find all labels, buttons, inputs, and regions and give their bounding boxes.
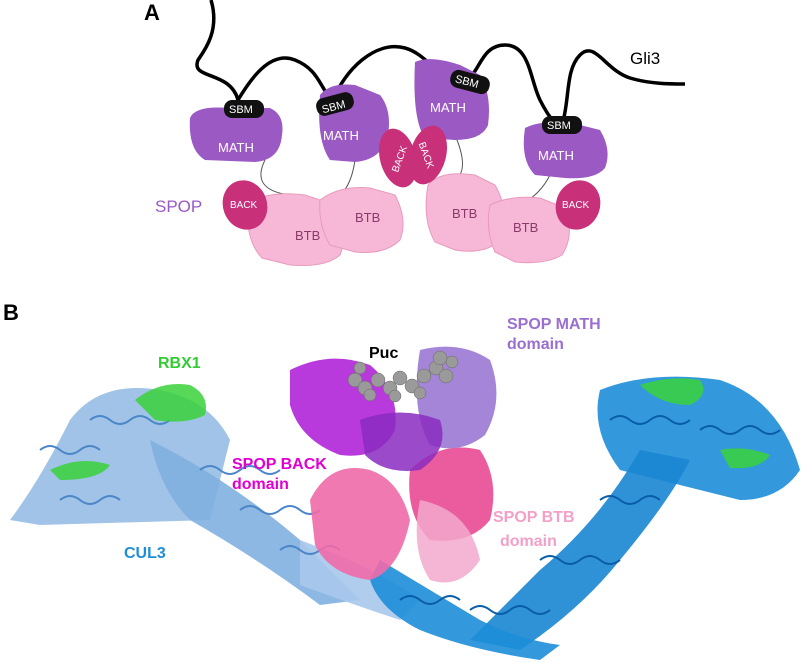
- math-label-4: MATH: [538, 148, 574, 163]
- math-label-2: MATH: [323, 128, 359, 143]
- rbx1-right-structure: [640, 378, 770, 469]
- gli3-label: Gli3: [630, 49, 660, 68]
- back-label-4: BACK: [562, 200, 590, 211]
- cul3-right-structure: [370, 376, 800, 660]
- btb-label-4: BTB: [513, 220, 538, 235]
- spop-btb-label-line2: domain: [500, 533, 557, 550]
- sbm-label-1: SBM: [229, 104, 253, 116]
- panel-b-letter: B: [3, 300, 19, 325]
- spop-math-label-line2: domain: [507, 336, 564, 353]
- puc-molecule: [347, 350, 459, 403]
- math-label-1: MATH: [218, 140, 254, 155]
- btb-label-3: BTB: [452, 206, 477, 221]
- math-label-3: MATH: [430, 100, 466, 115]
- btb-label-2: BTB: [355, 210, 380, 225]
- back-label-1: BACK: [230, 200, 258, 211]
- spop-btb-label-line1: SPOP BTB: [493, 509, 575, 526]
- sbm-label-2: SBM: [321, 99, 347, 117]
- math-domains: [189, 59, 608, 179]
- spop-btb-structure: [310, 447, 494, 583]
- panel-a-letter: A: [144, 0, 160, 25]
- sbm-label-4: SBM: [547, 120, 571, 132]
- btb-domains: [247, 173, 570, 266]
- back-domains: [222, 125, 601, 230]
- rbx1-left-structure: [50, 384, 206, 480]
- cul3-label: CUL3: [124, 545, 166, 562]
- spop-back-label-line1: SPOP BACK: [232, 456, 327, 473]
- sbm-boxes: [224, 69, 582, 134]
- puc-label: Puc: [369, 345, 398, 362]
- spop-label: SPOP: [155, 197, 202, 216]
- rbx1-label: RBX1: [158, 355, 201, 372]
- btb-label-1: BTB: [295, 228, 320, 243]
- spop-back-label-line2: domain: [232, 476, 289, 493]
- spop-math-label-line1: SPOP MATH: [507, 316, 601, 333]
- sbm-label-3: SBM: [454, 73, 480, 91]
